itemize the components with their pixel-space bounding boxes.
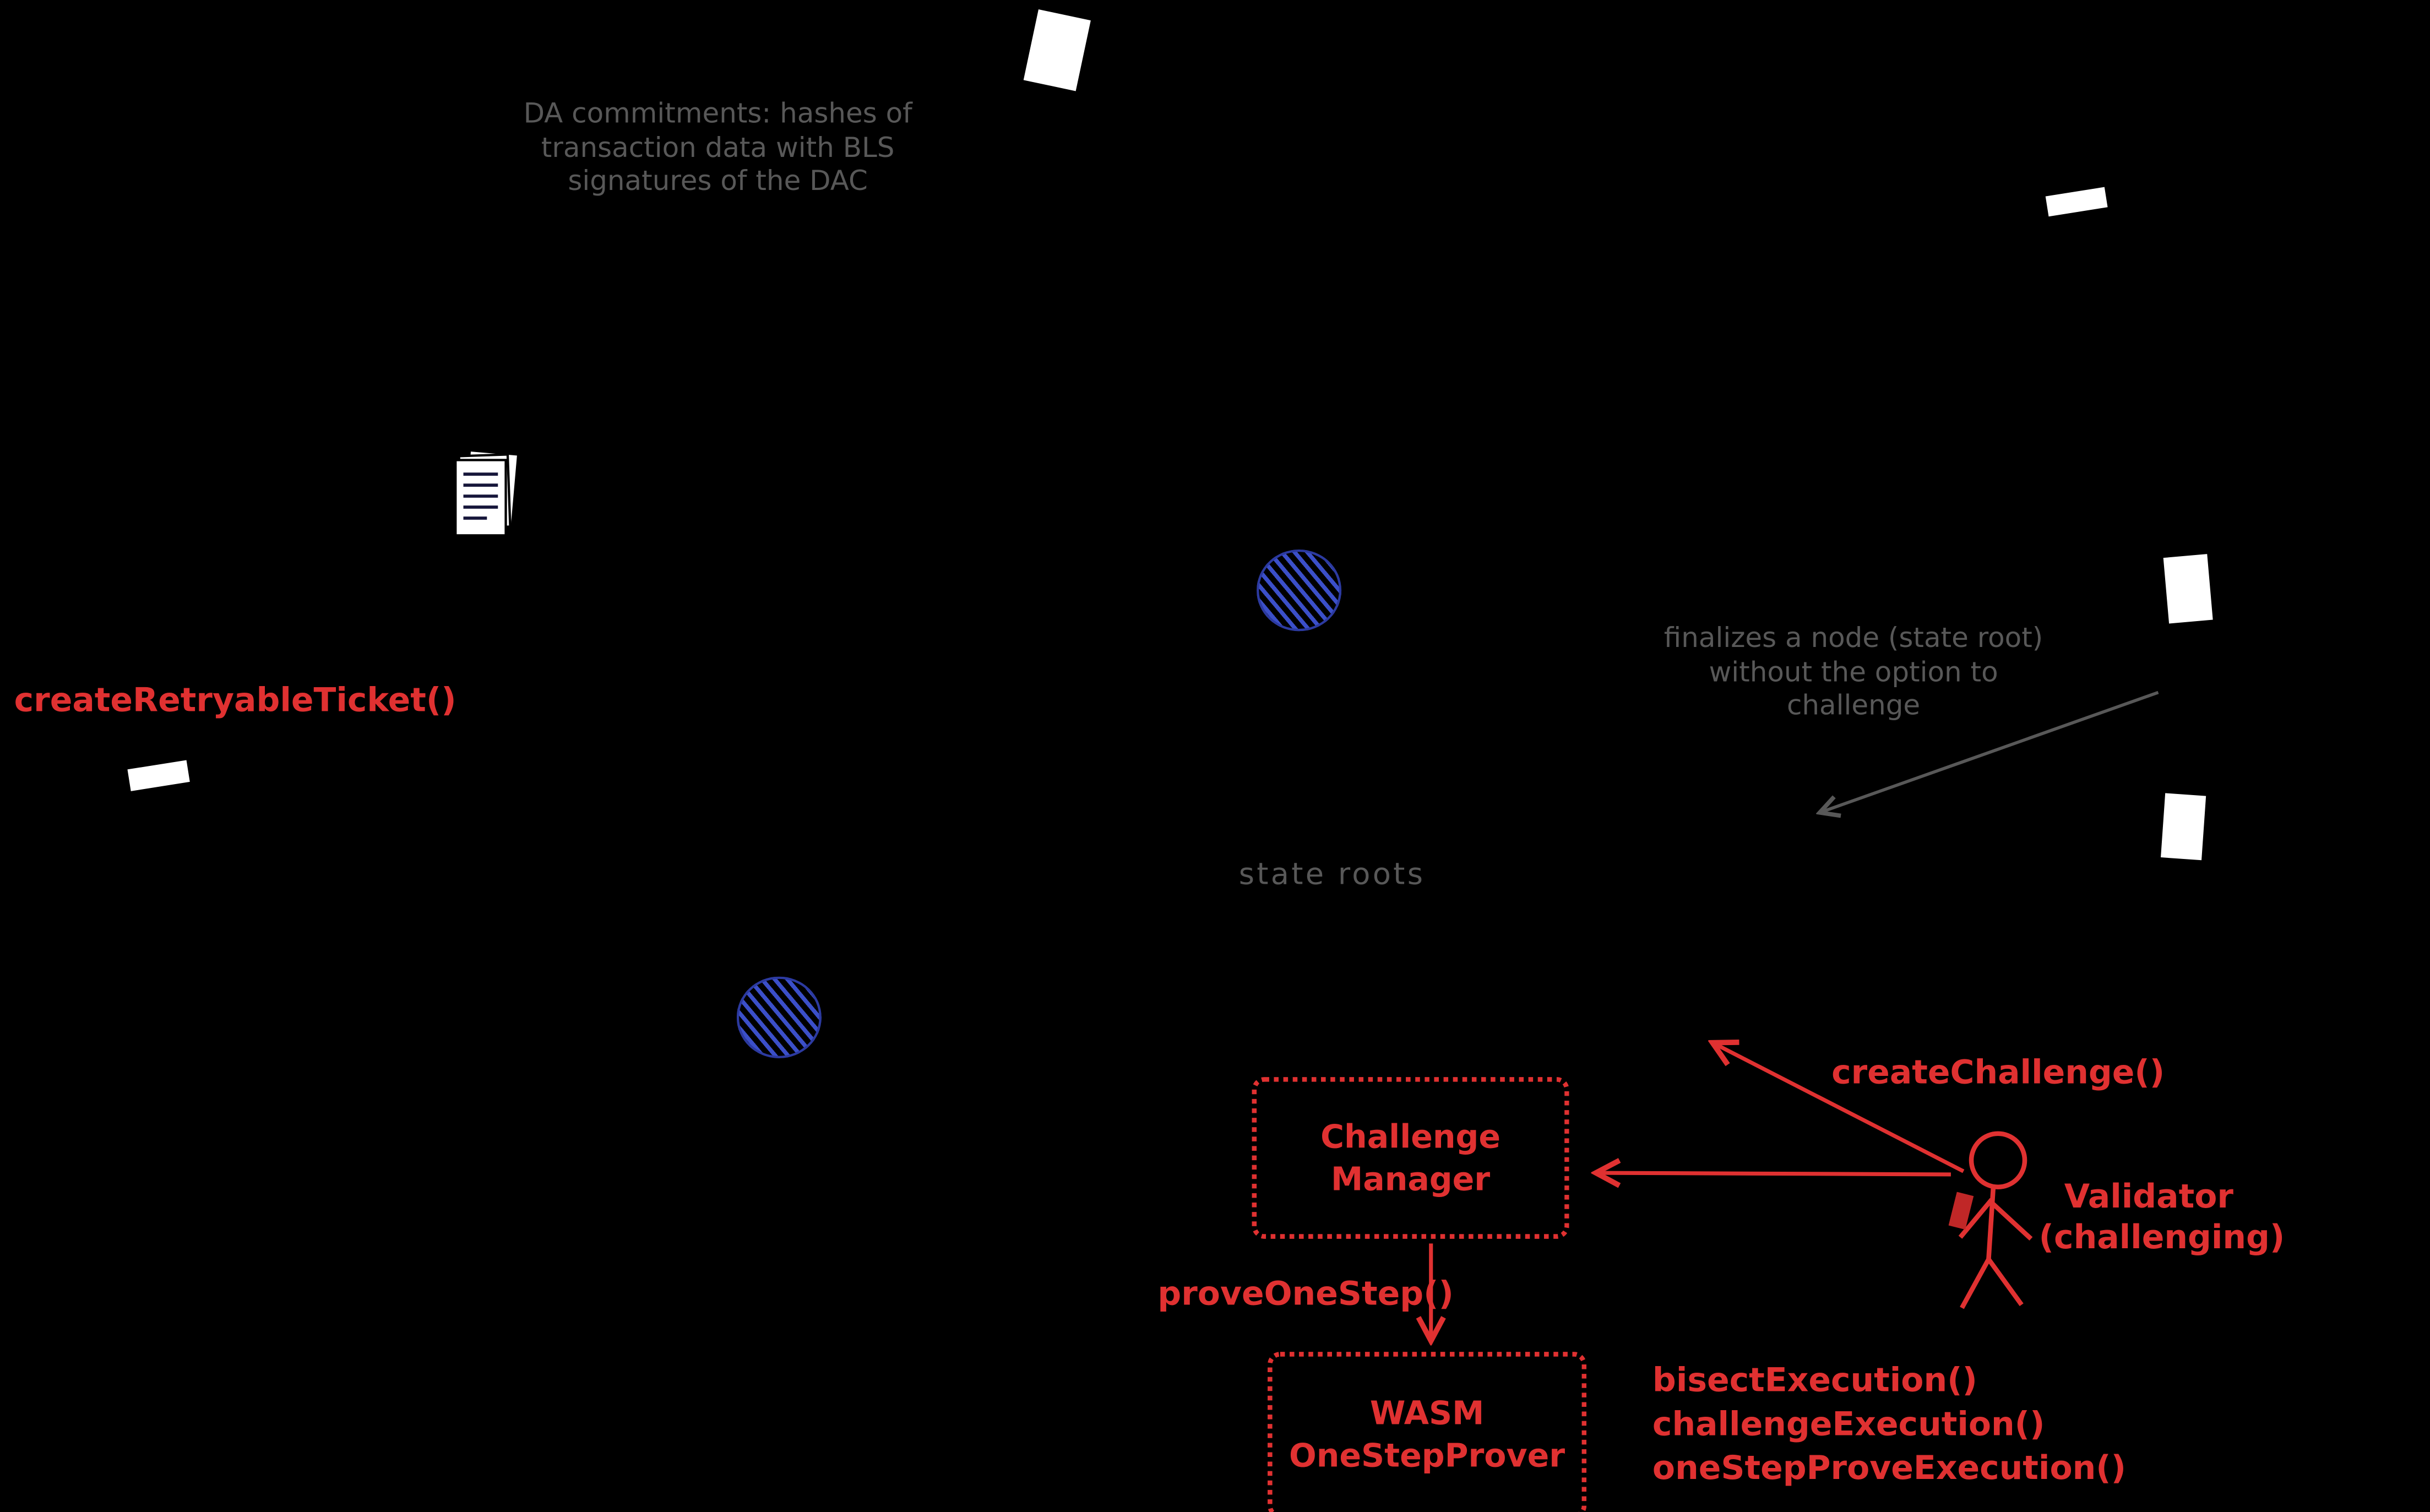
document-text-lines <box>463 472 498 520</box>
block-icon-right-upper <box>2163 554 2213 624</box>
label-create-challenge: createChallenge() <box>1831 1053 2165 1091</box>
validator-role: (challenging) <box>2038 1217 2285 1256</box>
block-icon-top <box>1023 9 1091 91</box>
label-prove-one-step: proveOneStep() <box>1157 1275 1454 1313</box>
method-one-step-prove-execution: oneStepProveExecution() <box>1652 1449 2127 1487</box>
challenge-manager-box: Challenge Manager <box>1252 1077 1569 1239</box>
blue-hatched-coin-1 <box>1257 550 1342 632</box>
wasm-prover-label-line2: OneStepProver <box>1289 1437 1565 1475</box>
note-state-roots: state roots <box>1238 857 1426 892</box>
validator-methods-list: bisectExecution() challengeExecution() o… <box>1652 1359 2126 1491</box>
method-bisect-execution: bisectExecution() <box>1652 1361 1977 1399</box>
stick-figure-leg-left <box>1960 1258 1991 1309</box>
blue-hatched-coin-2 <box>736 976 822 1058</box>
stick-figure-arm-left <box>1958 1198 1994 1239</box>
note-finalizes-node: finalizes a node (state root) without th… <box>1664 623 2043 723</box>
dash-mark-icon-left <box>127 760 190 791</box>
block-icon-right-lower <box>2161 793 2206 861</box>
validator-to-challenge-manager-arrow <box>1599 1173 1951 1174</box>
stick-figure-head <box>1969 1131 2027 1190</box>
wasm-prover-label-line1: WASM <box>1369 1395 1485 1433</box>
method-challenge-execution: challengeExecution() <box>1652 1405 2045 1443</box>
document-stack-icon <box>454 449 520 537</box>
validator-stick-figure <box>1948 1131 2033 1309</box>
note-da-commitments: DA commitments: hashes of transaction da… <box>523 99 912 199</box>
stick-figure-body <box>1986 1187 1996 1260</box>
stick-figure-arm-right <box>1990 1201 2033 1241</box>
stick-figure-leg-right <box>1986 1258 2024 1307</box>
dash-mark-icon-right <box>2045 187 2108 217</box>
challenge-manager-label-line1: Challenge <box>1320 1117 1501 1156</box>
label-create-retryable-ticket: createRetryableTicket() <box>14 681 456 719</box>
validator-caption: Validator (challenging) <box>2038 1177 2285 1258</box>
challenge-manager-label-line2: Manager <box>1331 1159 1491 1198</box>
validator-name: Validator <box>2064 1177 2233 1216</box>
stick-figure-held-object <box>1948 1192 1974 1230</box>
wasm-one-step-prover-box: WASM OneStepProver <box>1268 1352 1587 1512</box>
